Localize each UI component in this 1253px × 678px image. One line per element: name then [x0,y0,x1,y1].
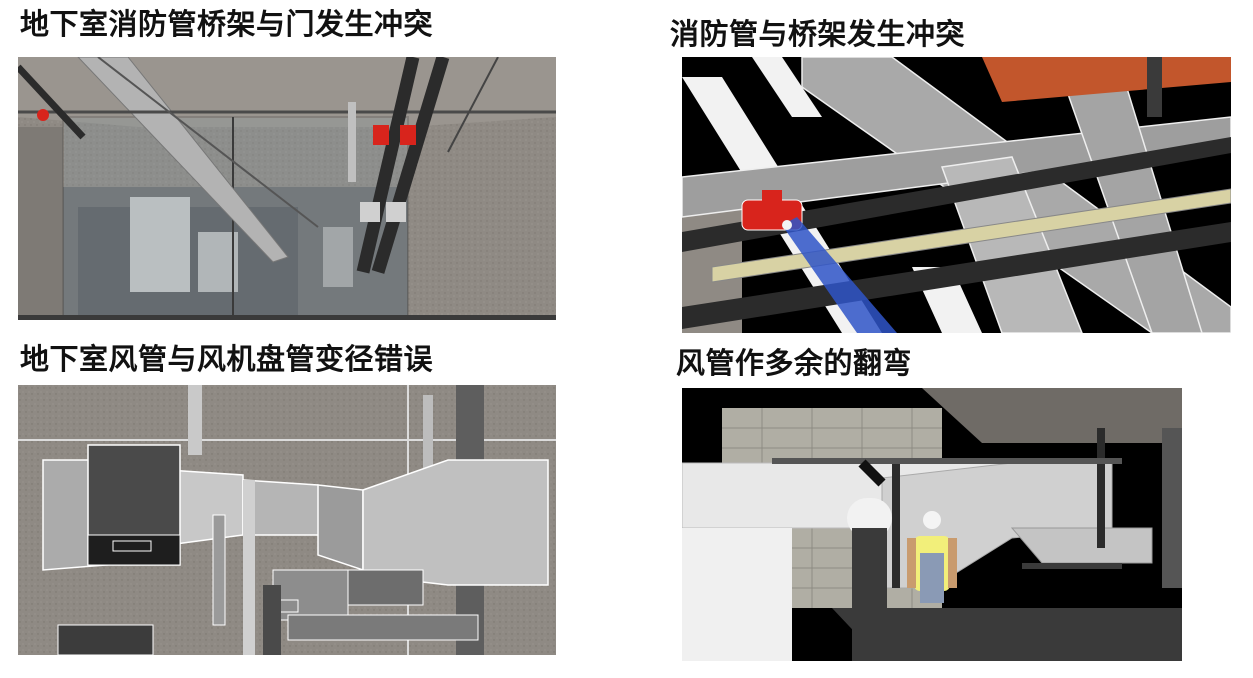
panel-1-render [18,57,556,320]
panel-2-render [682,57,1231,333]
panel-2-title: 消防管与桥架发生冲突 [670,17,966,51]
panel-1-title: 地下室消防管桥架与门发生冲突 [20,7,434,41]
panel-3-render [18,385,556,655]
panel-4-render [682,388,1182,661]
duct-offset-render [682,388,1182,661]
worker-figure-icon [907,511,957,603]
panel-3-title: 地下室风管与风机盘管变径错误 [20,342,434,376]
pipe-tray-clash-render [682,57,1231,333]
basement-corridor-render [18,57,556,320]
duct-reducer-render [18,385,556,655]
panel-4-title: 风管作多余的翻弯 [676,346,913,380]
